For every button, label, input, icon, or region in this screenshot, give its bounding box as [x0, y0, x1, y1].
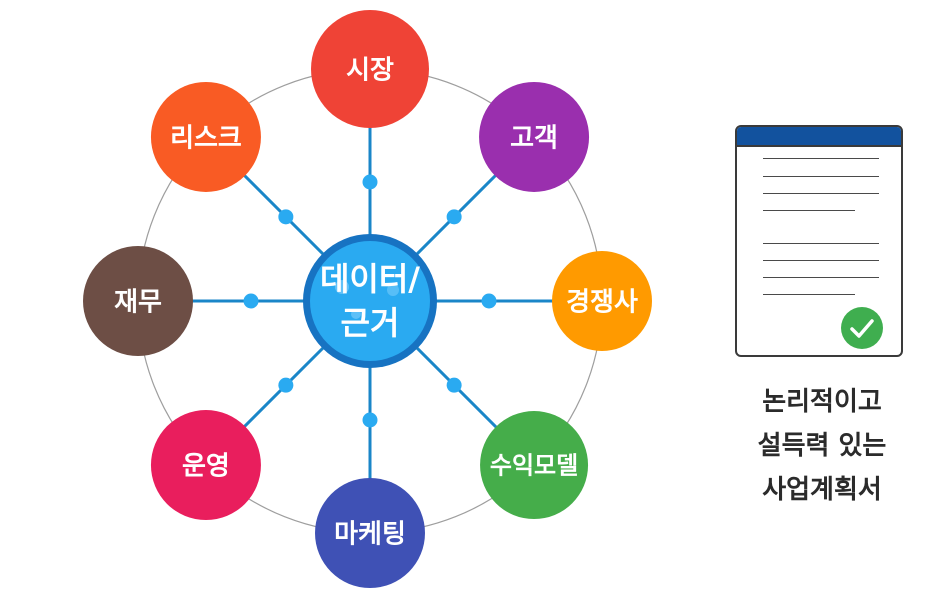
center-label-line1: 데이터/: [320, 260, 420, 298]
topic-node-circle: [150, 410, 261, 521]
topic-node-label: 운영: [182, 451, 230, 481]
center-hub: 데이터/ 근거: [303, 234, 437, 368]
topic-node-label: 고객: [510, 123, 558, 153]
center-hub-bubble: [335, 280, 349, 294]
topic-node: 리스크: [150, 81, 261, 192]
topic-node-label: 재무: [114, 287, 162, 317]
topic-node: 재무: [83, 246, 193, 356]
topic-node-label: 경쟁사: [566, 287, 638, 317]
document-line: [763, 260, 879, 261]
topic-node-circle: [83, 246, 193, 356]
caption-line1: 논리적이고: [762, 387, 882, 417]
topic-node: 수익모델: [480, 411, 589, 520]
document-icon: [735, 125, 903, 357]
topic-node-circle: [150, 81, 261, 192]
connector-dot: [481, 293, 497, 309]
topic-node: 운영: [150, 410, 261, 521]
topic-node-circle: [479, 81, 590, 192]
center-hub-bubble: [387, 284, 399, 296]
topic-node-label: 리스크: [170, 123, 242, 153]
caption-line2: 설득력 있는: [757, 431, 887, 461]
topic-node-circle: [311, 10, 429, 128]
topic-node-circle: [315, 478, 425, 588]
document-line: [763, 193, 879, 194]
connector-dot: [446, 209, 462, 225]
document-line: [763, 243, 879, 244]
topic-node: 마케팅: [315, 478, 425, 588]
center-hub-bubble: [351, 309, 361, 319]
topic-node-label: 마케팅: [334, 519, 406, 549]
document-line: [763, 176, 879, 177]
topic-node: 시장: [311, 10, 429, 128]
document-header: [737, 127, 901, 147]
topic-node-label: 시장: [346, 55, 394, 85]
topic-node: 경쟁사: [552, 251, 652, 351]
center-hub-fill: [310, 241, 430, 361]
caption-line3: 사업계획서: [762, 475, 882, 505]
center-label-line2: 근거: [341, 304, 400, 342]
document-line: [763, 277, 879, 278]
document-line: [763, 158, 879, 159]
checkmark-icon: [841, 307, 883, 349]
document-line: [763, 294, 855, 295]
document-line: [763, 210, 855, 211]
connector-dot: [278, 377, 294, 393]
topic-node-circle: [552, 251, 652, 351]
topic-node-circle: [480, 411, 589, 520]
connector-dot: [446, 377, 462, 393]
connector-dot: [362, 412, 378, 428]
topic-node: 고객: [479, 81, 590, 192]
caption: 논리적이고 설득력 있는 사업계획서: [734, 380, 910, 512]
connector-dot: [362, 174, 378, 190]
connector-dot: [243, 293, 259, 309]
topic-node-label: 수익모델: [490, 452, 578, 480]
connector-dot: [278, 209, 294, 225]
